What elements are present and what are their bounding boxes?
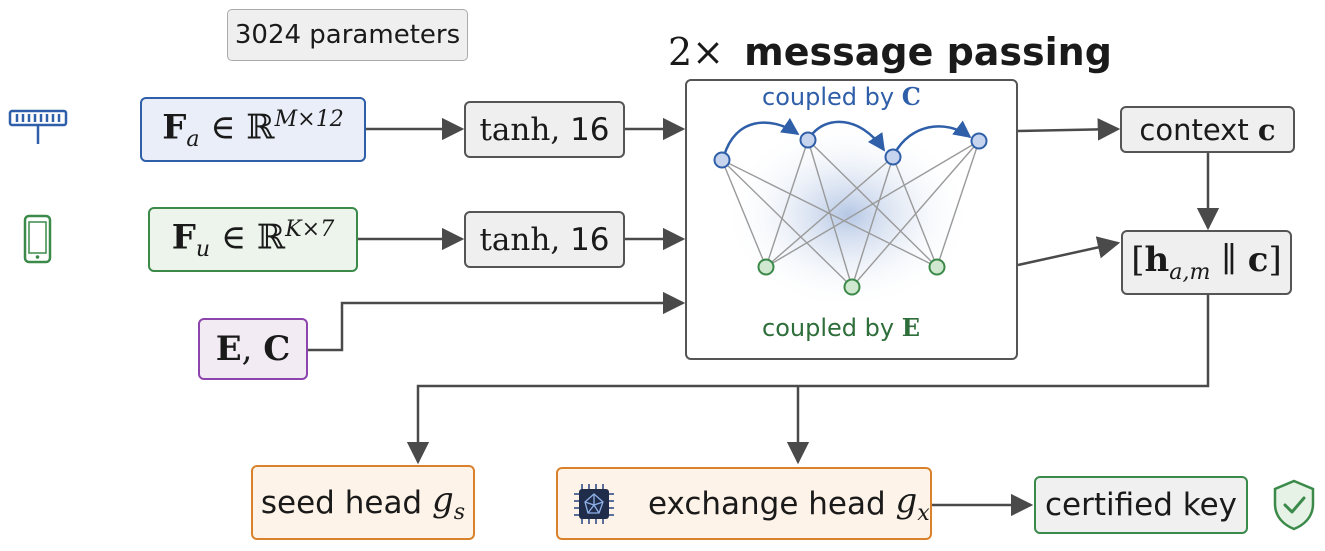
tanh-encoder-bottom: tanh, 16 [464, 211, 625, 268]
tanh-encoder-top: tanh, 16 [464, 101, 625, 158]
arrow-concat-split [406, 295, 1210, 465]
ec-input-box: E, C [198, 318, 308, 380]
coupled-by-c-label: coupled by C [762, 82, 921, 111]
seed-head-box: seed head gs [251, 465, 475, 540]
shield-check-icon [1273, 479, 1315, 531]
antenna-array-icon [8, 109, 68, 144]
parameter-count-badge: 3024 parameters [227, 9, 468, 61]
message-passing-title: 2× message passing [668, 30, 1112, 74]
arrow-ec-to-mp [308, 291, 686, 352]
arrow-mp-to-concat [1017, 236, 1121, 267]
exchange-head-box: exchange head gx [556, 467, 932, 540]
phone-icon [23, 214, 52, 264]
concat-features-box: [ha,m ∥ c] [1121, 230, 1292, 295]
context-box: context c [1120, 106, 1295, 153]
fu-input-box: Fu ∈ ℝK×7 [148, 207, 358, 272]
certified-key-box: certified key [1034, 476, 1248, 534]
fa-input-box: Fa ∈ ℝM×12 [140, 97, 366, 162]
arrow-mp-to-context [1017, 118, 1121, 141]
coupled-by-e-label: coupled by E [762, 313, 920, 342]
chip-icon [574, 483, 614, 524]
